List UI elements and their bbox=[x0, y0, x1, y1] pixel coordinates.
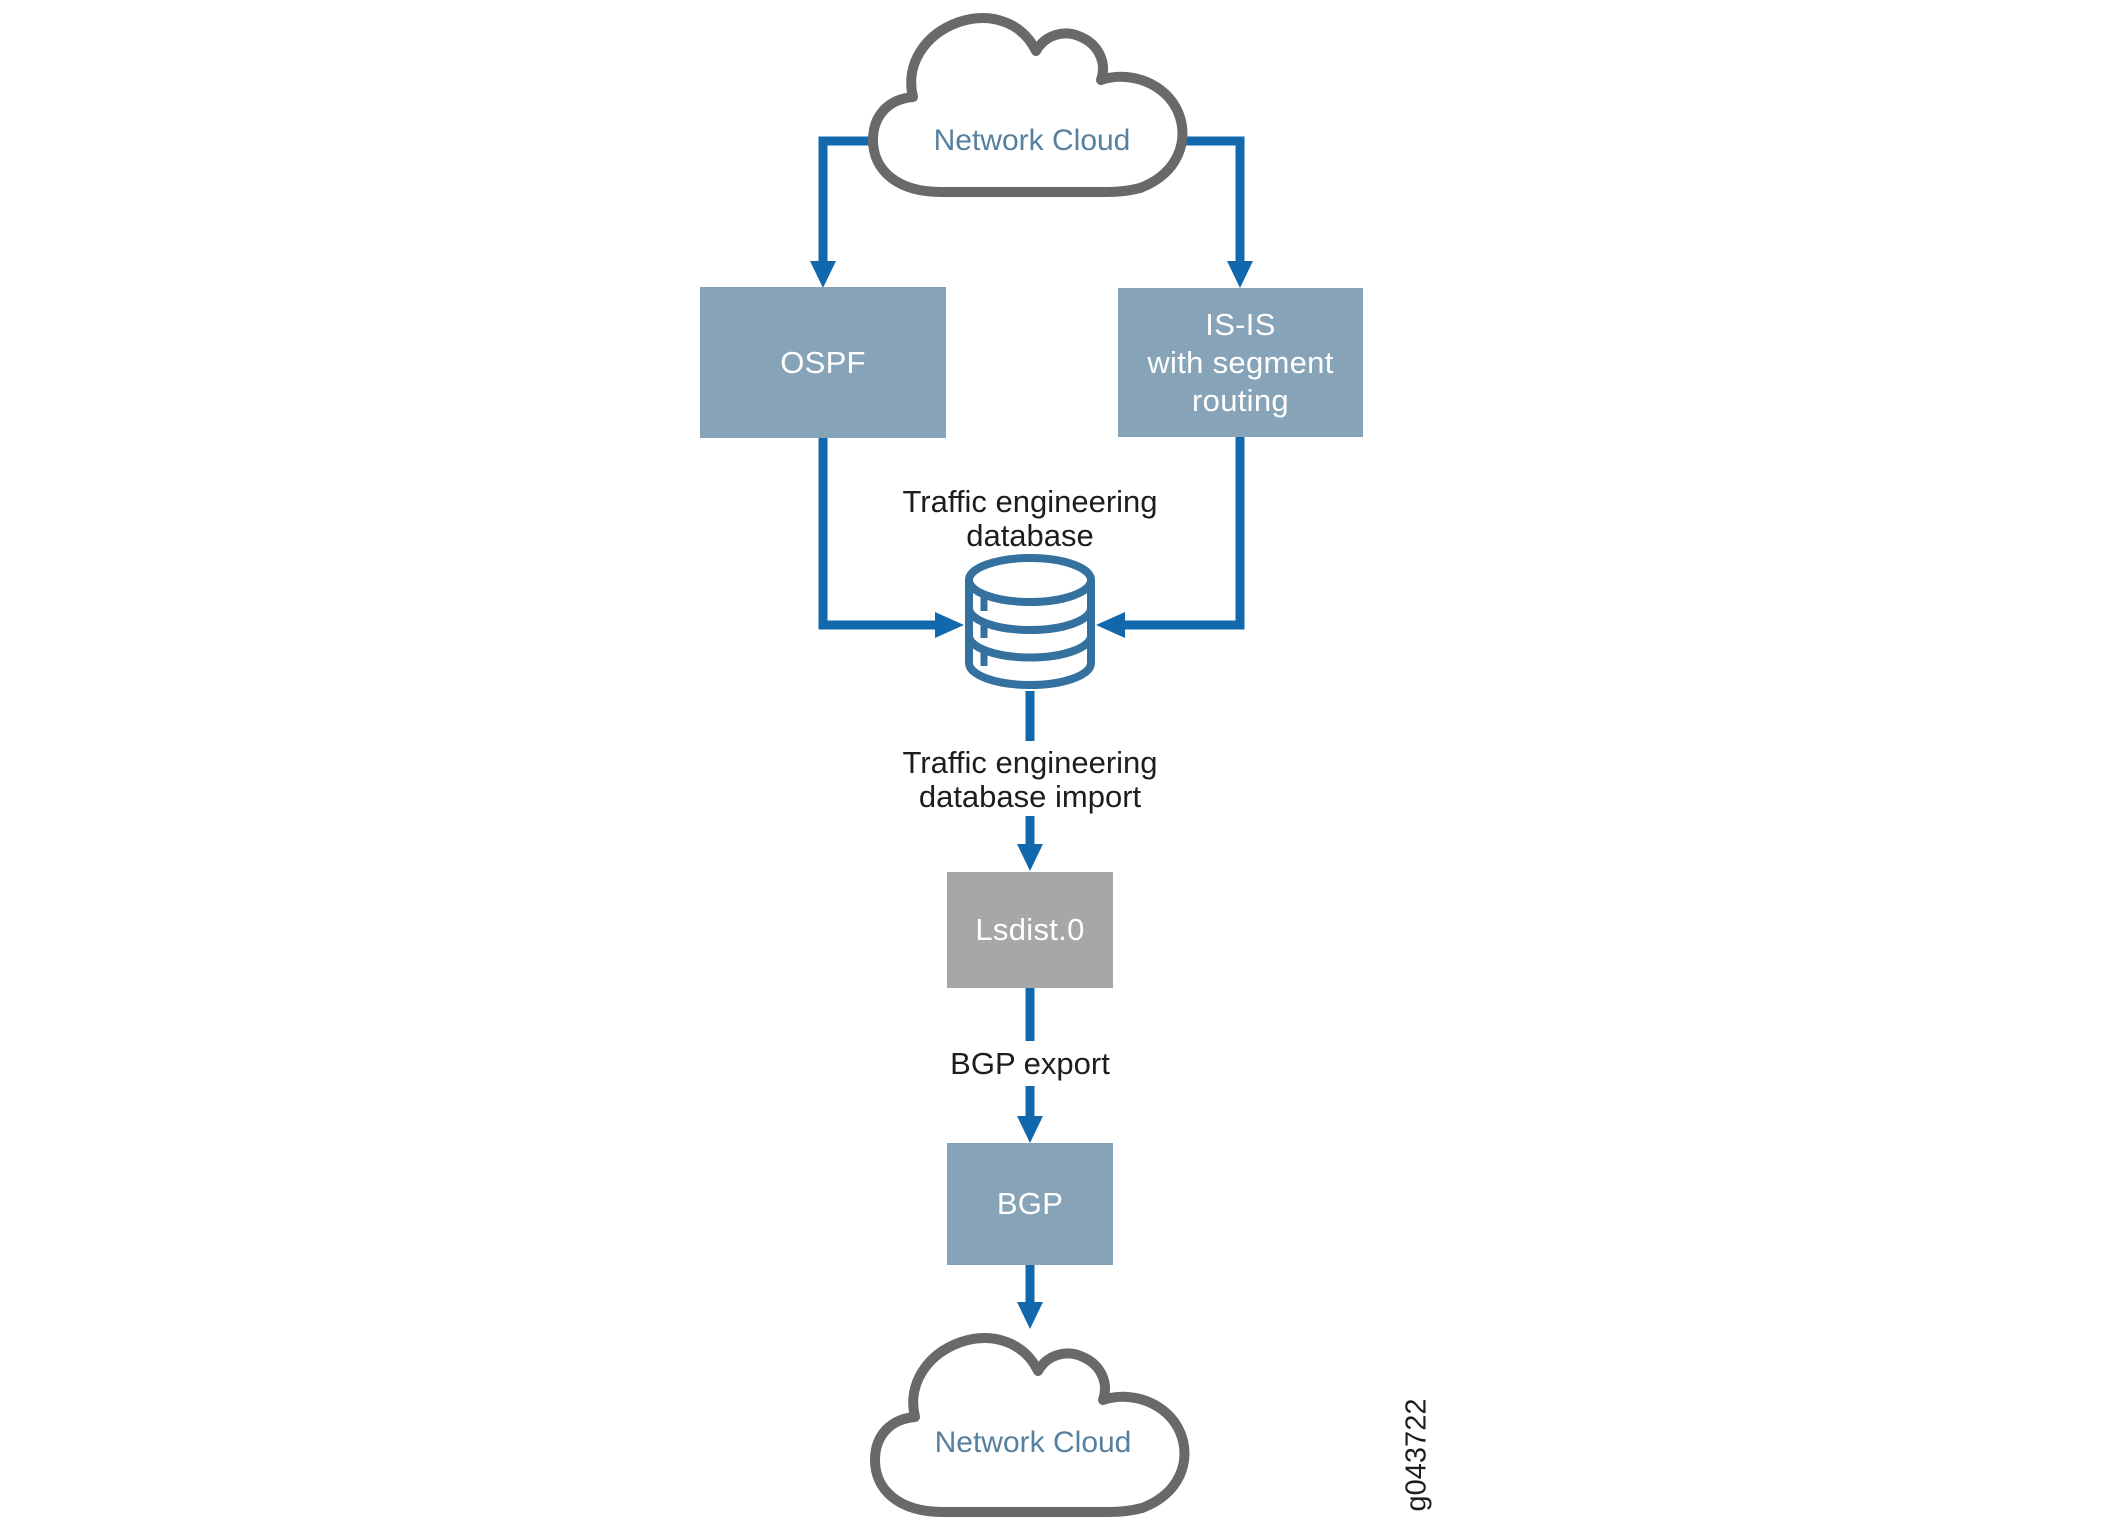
node-lsdist-label: Lsdist.0 bbox=[975, 912, 1085, 947]
database-bottom-arc bbox=[965, 662, 1095, 689]
arrowhead-into-lsdist bbox=[1017, 844, 1043, 871]
node-ospf-label: OSPF bbox=[780, 344, 866, 380]
arrowhead-into-database-left bbox=[935, 612, 964, 638]
arrowhead-into-bottom-cloud bbox=[1017, 1302, 1043, 1329]
database-cylinder-icon bbox=[965, 554, 1095, 689]
arrowhead-into-isis bbox=[1227, 261, 1253, 288]
top-cloud-label: Network Cloud bbox=[933, 124, 1131, 157]
connector-ospf-to-database bbox=[818, 437, 937, 630]
cloud-icon bbox=[870, 1333, 1190, 1517]
traffic-engineering-database-import-label: Traffic engineering database import bbox=[902, 745, 1158, 814]
connector-isis-to-database bbox=[1123, 437, 1245, 630]
cloud-outline-top bbox=[868, 13, 1188, 197]
database-top-ellipse bbox=[965, 554, 1095, 606]
node-isis: IS-IS with segment routing bbox=[1118, 288, 1363, 437]
traffic-engineering-database-label: Traffic engineering database bbox=[902, 484, 1158, 553]
node-bgp: BGP bbox=[947, 1143, 1113, 1265]
arrowhead-into-database-right bbox=[1096, 612, 1125, 638]
database-separator-1 bbox=[965, 607, 1095, 634]
node-isis-label: IS-IS with segment routing bbox=[1147, 306, 1334, 418]
figure-id: g043722 bbox=[1400, 1398, 1433, 1512]
arrowheads bbox=[810, 261, 1253, 1329]
arrowhead-into-ospf bbox=[810, 261, 836, 288]
cloud-icon bbox=[868, 13, 1188, 197]
database-separator-2 bbox=[965, 634, 1095, 662]
cloud-outline-bottom bbox=[870, 1333, 1190, 1517]
bottom-cloud-label: Network Cloud bbox=[934, 1426, 1132, 1459]
bgp-export-label: BGP export bbox=[950, 1046, 1110, 1081]
node-bgp-label: BGP bbox=[996, 1186, 1064, 1221]
node-ospf: OSPF bbox=[700, 287, 946, 438]
node-lsdist: Lsdist.0 bbox=[947, 872, 1113, 988]
arrowhead-into-bgp bbox=[1017, 1116, 1043, 1143]
